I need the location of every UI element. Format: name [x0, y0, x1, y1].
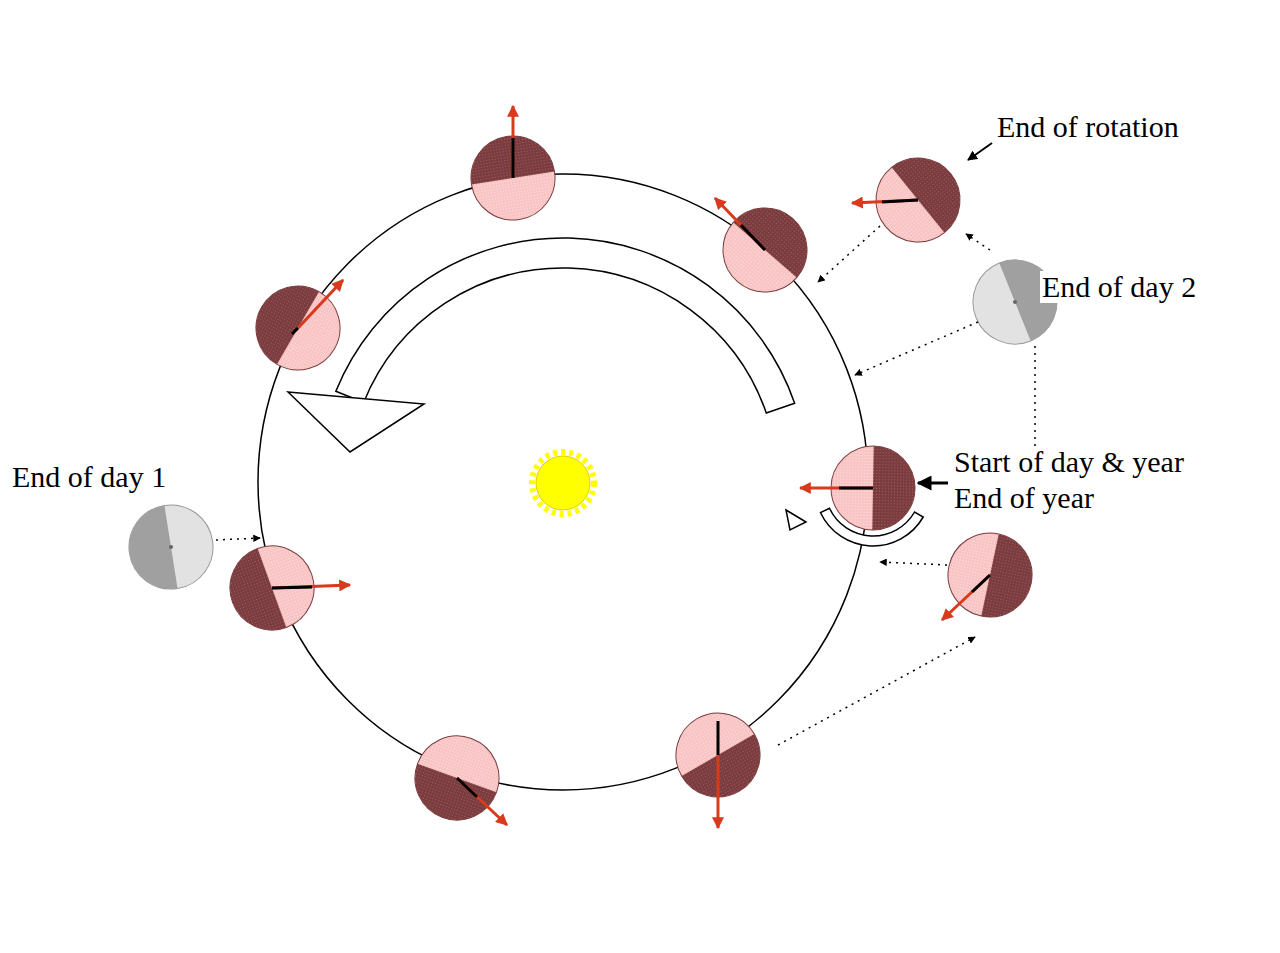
- planet: [241, 271, 356, 386]
- orbit-label: End of day 2: [1040, 271, 1198, 303]
- planet: [706, 191, 825, 310]
- orbit-label: End of rotation: [995, 111, 1181, 143]
- planet: [800, 445, 916, 530]
- planet: [403, 724, 511, 832]
- orbit-path: [258, 174, 868, 790]
- planet: [218, 534, 350, 642]
- orbit-direction-arrowhead: [288, 392, 424, 452]
- planet-detail: [940, 525, 1040, 625]
- grey-planet: [123, 499, 219, 595]
- planet: [465, 106, 561, 226]
- leader-lines: [216, 226, 1035, 745]
- label-pointer: [968, 143, 992, 160]
- orbit-label: End of year: [952, 482, 1096, 514]
- rotation-arrowhead: [786, 510, 806, 530]
- sun: [532, 452, 594, 514]
- orbit-label: Start of day & year: [952, 446, 1186, 478]
- planet-detail: [852, 141, 977, 259]
- label-pointer: [918, 482, 948, 485]
- orbit-label: End of day 1: [10, 461, 168, 493]
- planet: [661, 698, 776, 828]
- arrow-band: [820, 508, 923, 546]
- rotation-arrow: [820, 508, 923, 546]
